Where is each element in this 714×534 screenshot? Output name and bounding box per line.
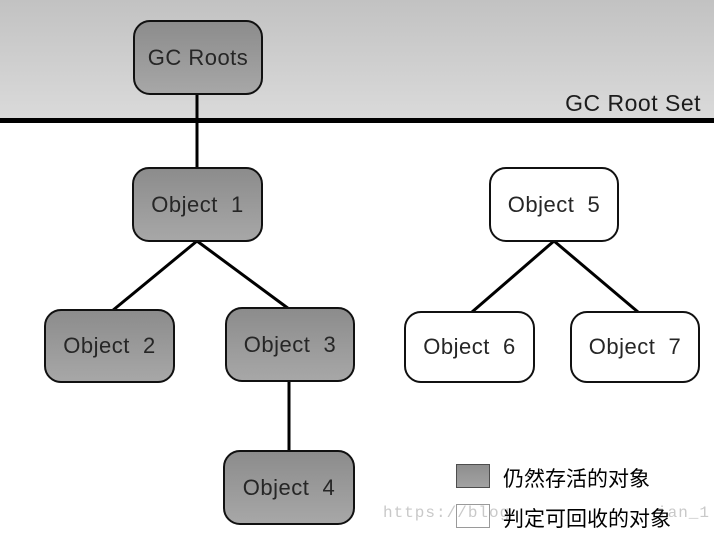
watermark-right: ian_1 xyxy=(657,504,711,522)
gc-root-set-band xyxy=(0,0,714,118)
edge-object1-object2 xyxy=(111,239,198,313)
root-set-separator-line xyxy=(0,118,714,123)
legend-swatch-alive xyxy=(456,464,490,488)
node-object-6: Object 6 xyxy=(404,311,535,383)
legend-label-alive: 仍然存活的对象 xyxy=(503,468,650,491)
node-object-7: Object 7 xyxy=(570,311,700,383)
node-object-3: Object 3 xyxy=(225,307,355,382)
node-object-6-label: Object 6 xyxy=(423,334,516,359)
node-object-4-label: Object 4 xyxy=(242,474,336,500)
legend-label-reclaimable: 判定可回收的对象 xyxy=(503,508,671,531)
node-object-5: Object 5 xyxy=(489,167,619,242)
node-object-1: Object 1 xyxy=(132,167,263,242)
node-gc-roots: GC Roots xyxy=(133,20,263,95)
node-object-2-label: Object 2 xyxy=(63,333,156,358)
node-gc-roots-label: GC Roots xyxy=(147,44,249,70)
legend-swatch-reclaimable xyxy=(456,504,490,528)
node-object-5-label: Object 5 xyxy=(507,191,601,217)
edge-object5-object6 xyxy=(471,239,555,314)
watermark-left: https://blog xyxy=(383,504,511,522)
node-object-7-label: Object 7 xyxy=(588,334,682,359)
gc-root-set-label: GC Root Set xyxy=(565,90,701,116)
node-object-1-label: Object 1 xyxy=(151,191,244,217)
node-object-2: Object 2 xyxy=(44,309,175,383)
node-object-3-label: Object 3 xyxy=(243,331,337,357)
node-object-4: Object 4 xyxy=(223,450,355,525)
edge-object5-object7 xyxy=(553,239,639,314)
edge-object1-object3 xyxy=(196,239,290,311)
